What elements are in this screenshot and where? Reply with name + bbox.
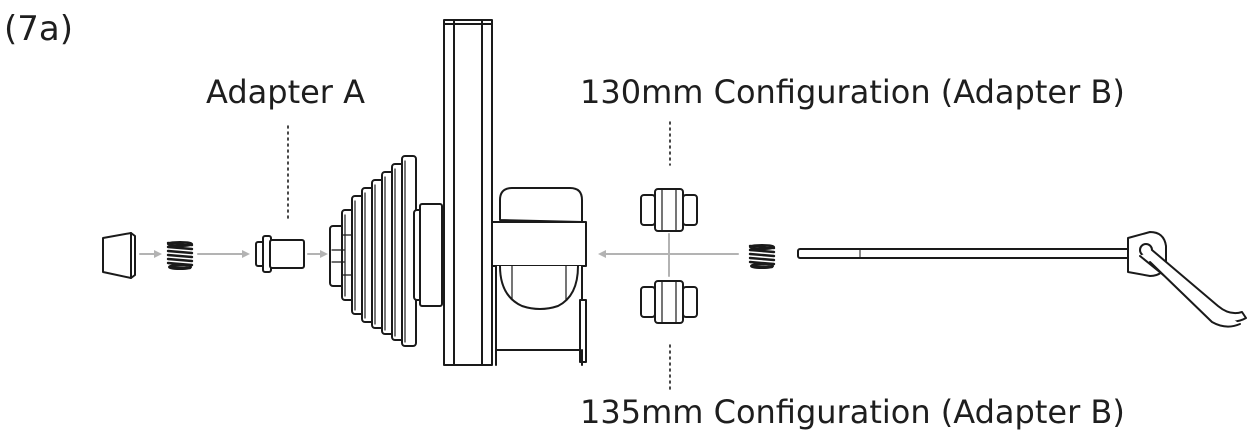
trainer-frame (491, 187, 587, 366)
cassette (329, 155, 417, 347)
assembly-arrows (139, 233, 739, 277)
end-cap (102, 232, 136, 279)
config-135-label: 135mm Configuration (Adapter B) (580, 393, 1125, 431)
adapter-b-135 (640, 280, 698, 324)
wheel-rim (443, 19, 493, 366)
adapter-b-130 (640, 188, 698, 232)
figure-label: (7a) (4, 9, 73, 49)
quick-release-skewer (797, 231, 1247, 328)
left-spring (166, 241, 194, 270)
right-spring (748, 244, 776, 269)
adapter-a-part (255, 235, 305, 273)
config-130-label: 130mm Configuration (Adapter B) (580, 73, 1125, 111)
adapter-a-label: Adapter A (206, 73, 366, 111)
freehub-body (413, 203, 445, 307)
